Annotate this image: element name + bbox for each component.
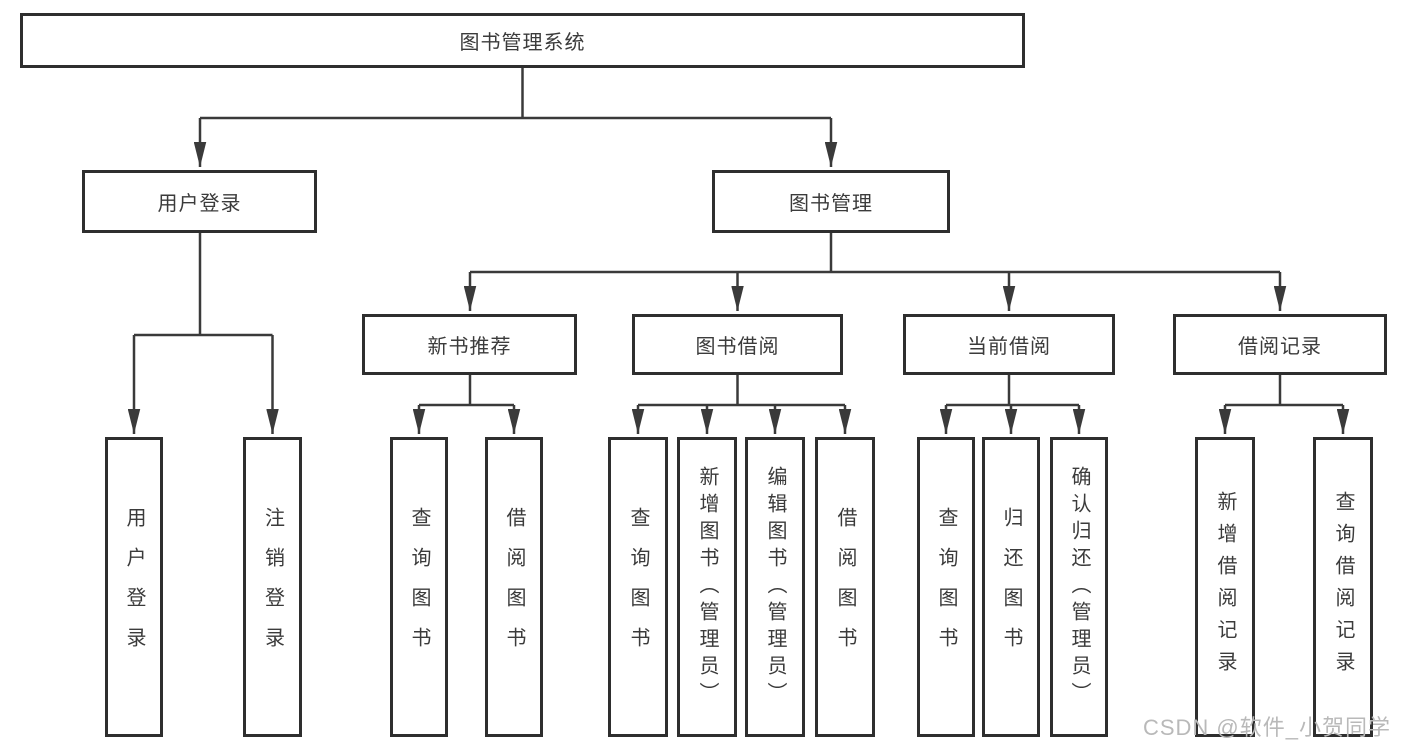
leaf-label: 借阅图书: [834, 507, 856, 667]
node-label: 借阅记录: [1238, 336, 1322, 358]
node-label: 图书管理系统: [459, 32, 586, 54]
leaf-label: 用户登录: [123, 507, 145, 667]
leaf-query-books-current: 查询图书: [917, 437, 975, 737]
leaf-label: 编辑图书（管理员）: [764, 465, 786, 709]
leaf-label: 新增图书（管理员）: [696, 465, 718, 709]
node-user-login: 用户登录: [82, 170, 317, 233]
leaf-label: 归还图书: [1000, 507, 1022, 667]
leaf-label: 注销登录: [261, 507, 284, 667]
leaf-borrow-books-recommend: 借阅图书: [485, 437, 543, 737]
node-book-borrow: 图书借阅: [632, 314, 843, 375]
leaf-label: 新增借阅记录: [1214, 491, 1236, 683]
leaf-logout: 注销登录: [243, 437, 302, 737]
leaf-borrow-books: 借阅图书: [815, 437, 875, 737]
node-label: 图书借阅: [695, 336, 780, 358]
leaf-add-borrow-record: 新增借阅记录: [1195, 437, 1255, 737]
node-label: 用户登录: [157, 193, 242, 215]
leaf-query-borrow-record: 查询借阅记录: [1313, 437, 1373, 737]
leaf-return-books: 归还图书: [982, 437, 1040, 737]
leaf-edit-books-admin: 编辑图书（管理员）: [745, 437, 805, 737]
node-current-borrow: 当前借阅: [903, 314, 1115, 375]
leaf-label: 查询借阅记录: [1332, 491, 1354, 683]
leaf-confirm-return-admin: 确认归还（管理员）: [1050, 437, 1108, 737]
node-label: 图书管理: [789, 193, 873, 215]
node-borrow-records: 借阅记录: [1173, 314, 1387, 375]
node-book-management: 图书管理: [712, 170, 950, 233]
leaf-label: 确认归还（管理员）: [1068, 465, 1090, 709]
leaf-label: 查询图书: [935, 507, 957, 667]
leaf-label: 查询图书: [408, 507, 430, 667]
leaf-query-books-borrow: 查询图书: [608, 437, 668, 737]
leaf-label: 借阅图书: [503, 507, 525, 667]
node-label: 当前借阅: [967, 336, 1051, 358]
leaf-user-login: 用户登录: [105, 437, 163, 737]
leaf-add-books-admin: 新增图书（管理员）: [677, 437, 737, 737]
leaf-query-books-recommend: 查询图书: [390, 437, 448, 737]
leaf-label: 查询图书: [627, 507, 649, 667]
node-label: 新书推荐: [427, 336, 512, 358]
node-new-book-recommend: 新书推荐: [362, 314, 577, 375]
node-root-library-system: 图书管理系统: [20, 13, 1025, 68]
